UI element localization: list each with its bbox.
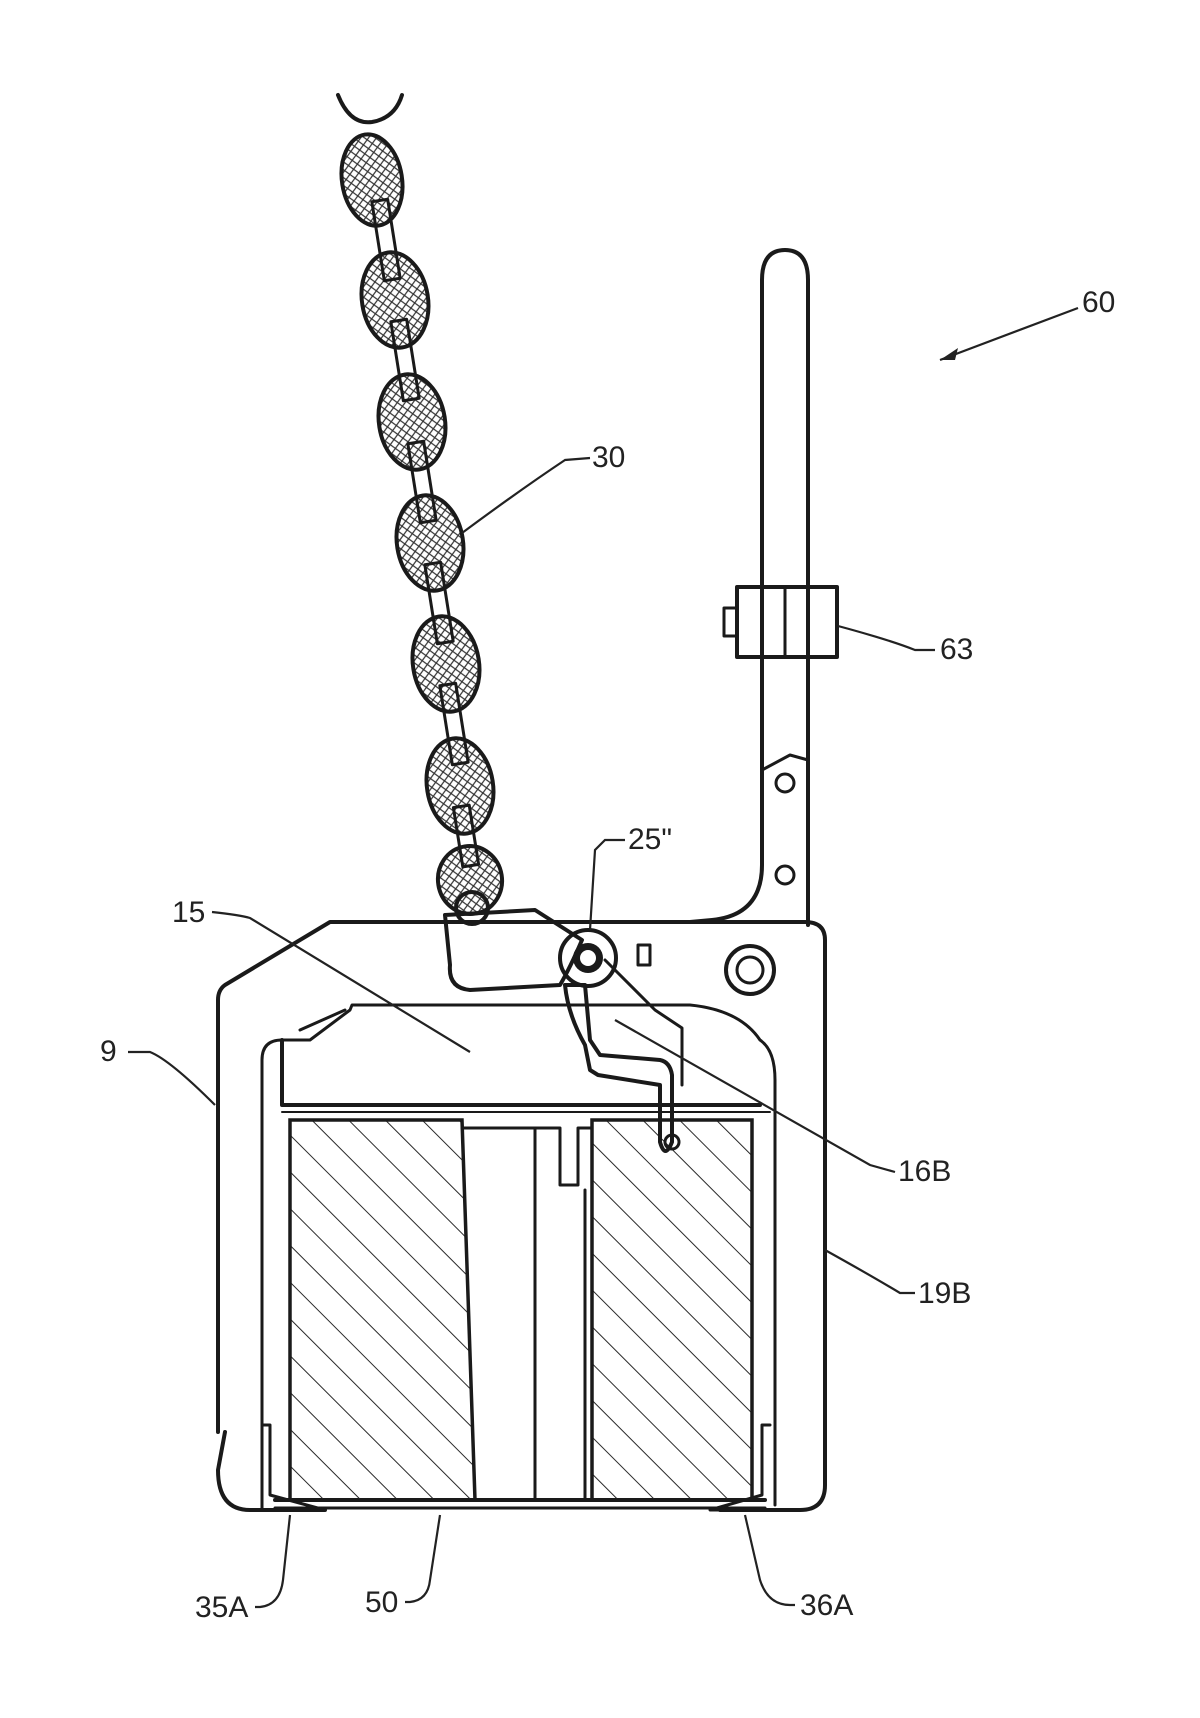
label-25: 25" — [628, 823, 672, 856]
label-35A: 35A — [195, 1591, 248, 1624]
weight-blocks — [288, 1118, 754, 1502]
label-36A: 36A — [800, 1589, 853, 1622]
chain — [336, 93, 505, 916]
label-9: 9 — [100, 1035, 117, 1068]
handle-assembly — [688, 248, 839, 927]
label-30: 30 — [592, 441, 625, 474]
label-16B: 16B — [898, 1155, 951, 1188]
label-15: 15 — [172, 896, 205, 929]
label-63: 63 — [940, 633, 973, 666]
latch-mechanism — [443, 890, 684, 1153]
label-19B: 19B — [918, 1277, 971, 1310]
label-50: 50 — [365, 1586, 398, 1619]
label-60: 60 — [1082, 286, 1115, 319]
reference-callouts: 60 30 63 25" 15 9 16B 19B 35A 50 36A — [100, 286, 1115, 1624]
